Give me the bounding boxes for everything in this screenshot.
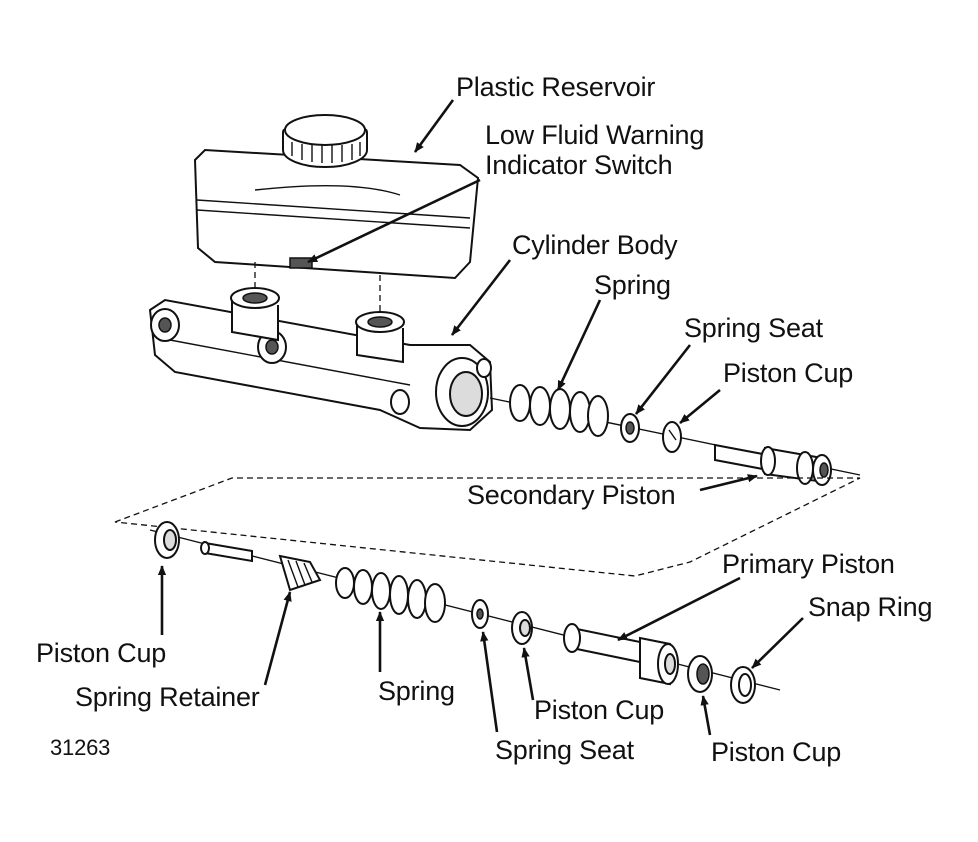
label-secondary-piston: Secondary Piston bbox=[467, 480, 676, 510]
label-primary-piston: Primary Piston bbox=[722, 549, 895, 579]
label-lower-right-piston-cup: Piston Cup bbox=[711, 737, 842, 767]
label-lower-left-piston-cup: Piston Cup bbox=[36, 638, 167, 668]
upper-spring bbox=[509, 384, 609, 437]
label-low-fluid-warning-line1: Low Fluid Warning bbox=[485, 120, 705, 150]
primary-piston bbox=[563, 623, 679, 686]
label-lower-spring: Spring bbox=[378, 676, 455, 706]
upper-spring-seat bbox=[620, 413, 640, 443]
arrow-upper-spring-seat bbox=[634, 344, 692, 415]
arrow-plastic-reservoir bbox=[413, 99, 455, 153]
arrow-secondary-piston bbox=[699, 474, 758, 492]
snap-ring bbox=[730, 666, 756, 704]
secondary-piston bbox=[714, 443, 832, 486]
lower-spring bbox=[335, 567, 446, 623]
arrow-lower-spring-seat bbox=[480, 631, 499, 733]
label-lower-middle-piston-cup: Piston Cup bbox=[534, 695, 665, 725]
arrow-lower-right-piston-cup bbox=[700, 695, 712, 736]
label-upper-piston-cup: Piston Cup bbox=[723, 358, 854, 388]
spring-retainer bbox=[200, 541, 322, 592]
label-spring-retainer: Spring Retainer bbox=[75, 682, 260, 712]
reservoir-guide-lines bbox=[254, 262, 381, 318]
label-lower-spring-seat: Spring Seat bbox=[495, 735, 634, 765]
leader-arrows bbox=[157, 99, 804, 736]
arrow-spring-retainer bbox=[263, 591, 292, 686]
label-snap-ring: Snap Ring bbox=[808, 592, 933, 622]
figure-number: 31263 bbox=[50, 735, 111, 760]
lower-right-piston-cup bbox=[687, 655, 713, 693]
label-plastic-reservoir: Plastic Reservoir bbox=[456, 72, 656, 102]
arrow-lower-middle-piston-cup bbox=[521, 647, 535, 701]
arrow-cylinder-body bbox=[450, 259, 512, 336]
arrow-upper-spring bbox=[556, 299, 602, 391]
label-cylinder-body: Cylinder Body bbox=[512, 230, 678, 260]
cylinder-body bbox=[148, 287, 494, 432]
lower-middle-piston-cup bbox=[511, 611, 533, 645]
plastic-reservoir bbox=[193, 114, 480, 280]
arrow-low-fluid-switch bbox=[307, 178, 481, 264]
arrow-snap-ring bbox=[751, 617, 804, 669]
upper-piston-cup bbox=[662, 421, 682, 453]
arrow-primary-piston bbox=[617, 576, 741, 642]
lower-assembly-outline bbox=[114, 477, 861, 577]
label-upper-spring: Spring bbox=[594, 270, 671, 300]
lower-spring-seat bbox=[471, 599, 489, 629]
label-upper-spring-seat: Spring Seat bbox=[684, 313, 823, 343]
label-low-fluid-warning-line2: Indicator Switch bbox=[485, 150, 673, 180]
lower-left-piston-cup bbox=[154, 521, 180, 559]
arrow-upper-piston-cup bbox=[679, 388, 721, 425]
